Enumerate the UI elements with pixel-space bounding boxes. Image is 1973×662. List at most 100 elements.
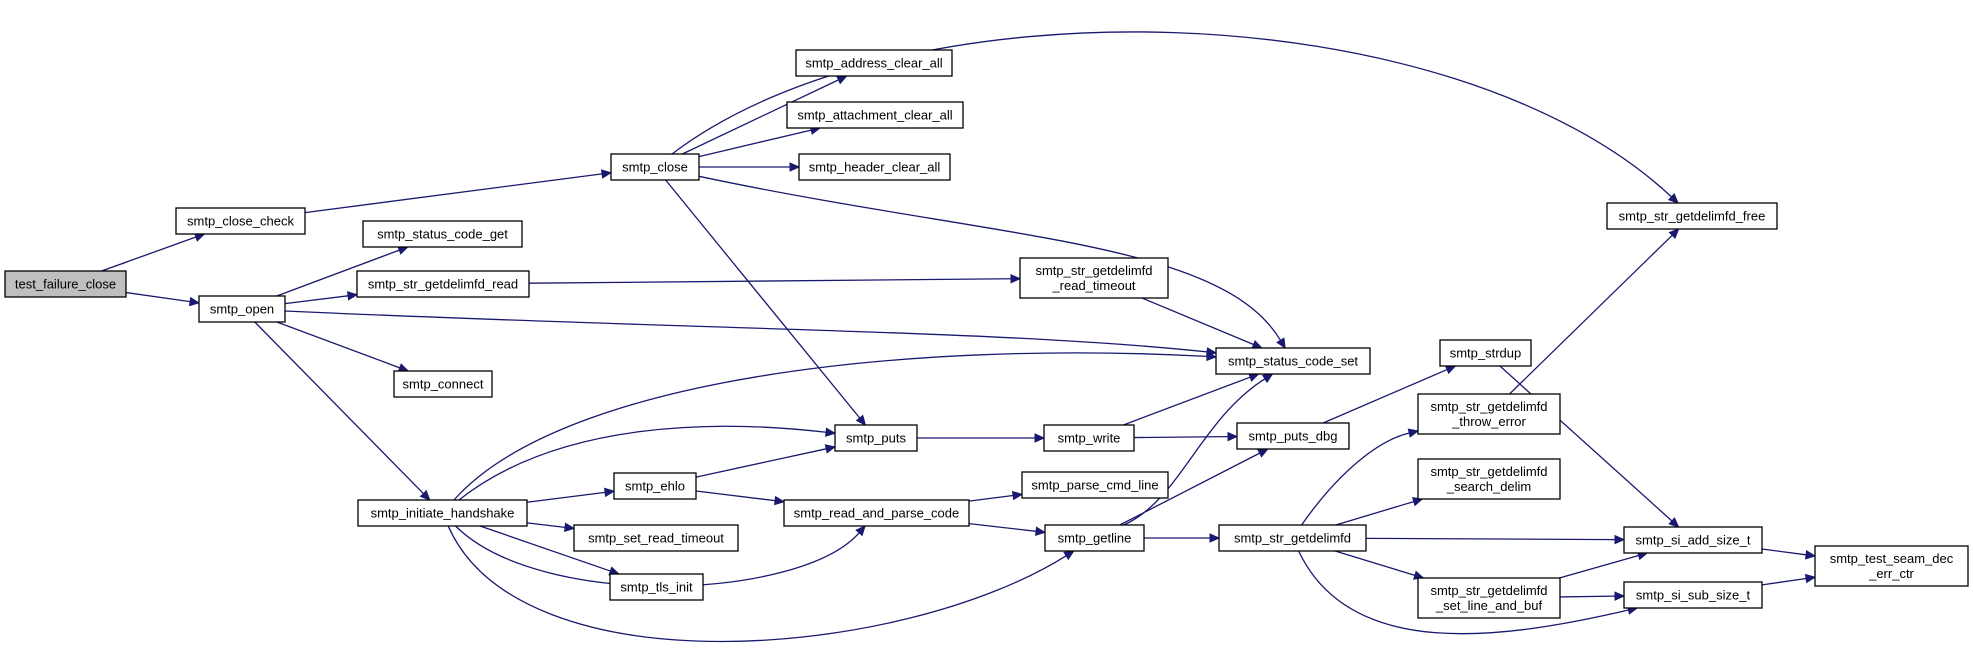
edge-line — [968, 494, 1014, 502]
node-label: smtp_puts — [846, 431, 906, 446]
node-smtp_si_sub_size_t[interactable]: smtp_si_sub_size_t — [1623, 581, 1763, 609]
edge-line — [695, 448, 827, 478]
node-smtp_tls_init[interactable]: smtp_tls_init — [609, 573, 704, 601]
node-box — [1021, 471, 1169, 499]
node-smtp_puts_dbg[interactable]: smtp_puts_dbg — [1236, 422, 1350, 450]
edge-line — [284, 295, 349, 305]
node-smtp_attachment_clear_all[interactable]: smtp_attachment_clear_all — [786, 101, 964, 129]
node-smtp_status_code_get[interactable]: smtp_status_code_get — [362, 220, 523, 248]
arrowhead-icon — [1668, 517, 1680, 528]
arrowhead-icon — [1804, 550, 1817, 560]
node-box — [798, 153, 951, 181]
edge-line — [698, 129, 812, 158]
edge-smtp_close_check-to-smtp_close — [304, 169, 613, 214]
node-label: smtp_str_getdelimfd_read_timeout — [1035, 263, 1152, 293]
arrowhead-icon — [603, 487, 616, 498]
arrowhead-icon — [1407, 428, 1420, 438]
node-smtp_address_clear_all[interactable]: smtp_address_clear_all — [795, 49, 953, 77]
node-box — [1417, 393, 1561, 435]
node-label: smtp_parse_cmd_line — [1031, 478, 1158, 493]
node-smtp_initiate_handshake[interactable]: smtp_initiate_handshake — [357, 499, 528, 527]
node-smtp_header_clear_all[interactable]: smtp_header_clear_all — [798, 153, 951, 181]
arrowhead-icon — [855, 414, 867, 426]
node-box — [356, 270, 530, 298]
node-smtp_str_getdelimfd[interactable]: smtp_str_getdelimfd — [1218, 524, 1367, 552]
edge-smtp_str_getdelimfd-to-smtp_str_getdelimfd_search_delim — [1335, 497, 1424, 526]
node-smtp_si_add_size_t[interactable]: smtp_si_add_size_t — [1623, 526, 1763, 554]
node-smtp_str_getdelimfd_free[interactable]: smtp_str_getdelimfd_free — [1606, 202, 1778, 230]
edge-smtp_strdup-to-smtp_si_add_size_t — [1499, 365, 1680, 528]
node-box — [1606, 202, 1778, 230]
edge-line — [695, 490, 776, 502]
node-label: smtp_open — [210, 302, 274, 317]
edge-smtp_si_sub_size_t-to-smtp_test_seam_dec_err_ctr — [1761, 573, 1817, 586]
node-smtp_str_getdelimfd_read_timeout[interactable]: smtp_str_getdelimfd_read_timeout — [1019, 257, 1169, 299]
edge-smtp_str_getdelimfd_set_line_and_buf-to-smtp_si_sub_size_t — [1559, 591, 1626, 601]
node-label: smtp_str_getdelimfd_read — [368, 277, 518, 292]
node-box — [362, 220, 523, 248]
node-smtp_open[interactable]: smtp_open — [198, 295, 286, 323]
arrowhead-icon — [188, 296, 201, 307]
node-smtp_ehlo[interactable]: smtp_ehlo — [613, 472, 697, 500]
edge-line — [526, 522, 566, 528]
arrowhead-icon — [1276, 337, 1286, 350]
edges-layer — [101, 31, 1817, 643]
node-smtp_str_getdelimfd_read[interactable]: smtp_str_getdelimfd_read — [356, 270, 530, 298]
node-smtp_close[interactable]: smtp_close — [610, 153, 700, 181]
node-label: smtp_close_check — [187, 214, 294, 229]
edge-smtp_ehlo-to-smtp_puts — [695, 444, 837, 478]
edge-line — [1119, 452, 1260, 526]
node-smtp_set_read_timeout[interactable]: smtp_set_read_timeout — [573, 524, 739, 552]
node-smtp_strdup[interactable]: smtp_strdup — [1439, 339, 1532, 367]
edge-line — [528, 278, 1012, 284]
edge-smtp_open-to-smtp_str_getdelimfd_read — [284, 291, 359, 305]
arrowhead-icon — [1206, 351, 1218, 362]
edge-smtp_getline-to-smtp_str_getdelimfd — [1144, 533, 1221, 543]
node-box — [357, 499, 528, 527]
node-label: smtp_str_getdelimfd_set_line_and_buf — [1430, 583, 1547, 613]
edge-line — [1322, 368, 1448, 424]
node-box — [609, 573, 704, 601]
edge-line — [665, 179, 861, 419]
node-smtp_read_and_parse_code[interactable]: smtp_read_and_parse_code — [783, 499, 970, 527]
arrowhead-icon — [825, 427, 837, 437]
node-label: smtp_str_getdelimfd — [1234, 531, 1351, 546]
edge-smtp_initiate_handshake-to-smtp_puts — [458, 425, 837, 501]
edge-smtp_initiate_handshake-to-smtp_set_read_timeout — [526, 522, 576, 533]
edge-smtp_open-to-smtp_initiate_handshake — [254, 321, 431, 501]
node-box — [610, 153, 700, 181]
node-label: smtp_set_read_timeout — [588, 531, 724, 546]
node-smtp_parse_cmd_line[interactable]: smtp_parse_cmd_line — [1021, 471, 1169, 499]
arrowhead-icon — [1063, 550, 1075, 561]
node-smtp_puts[interactable]: smtp_puts — [834, 424, 918, 452]
node-box — [1417, 577, 1561, 619]
node-smtp_str_getdelimfd_search_delim[interactable]: smtp_str_getdelimfd_search_delim — [1417, 458, 1561, 500]
node-smtp_status_code_set[interactable]: smtp_status_code_set — [1215, 347, 1371, 375]
arrowhead-icon — [1614, 534, 1626, 545]
node-smtp_close_check[interactable]: smtp_close_check — [175, 207, 306, 235]
node-box — [1439, 339, 1532, 367]
node-smtp_getline[interactable]: smtp_getline — [1044, 524, 1145, 552]
node-label: smtp_ehlo — [625, 479, 685, 494]
edge-smtp_puts-to-smtp_write — [916, 433, 1046, 443]
node-label: smtp_getline — [1058, 531, 1132, 546]
node-box — [1043, 424, 1135, 452]
arrowhead-icon — [564, 522, 576, 533]
edge-line — [1301, 432, 1410, 526]
node-test_failure_close[interactable]: test_failure_close — [4, 270, 127, 298]
edge-line — [458, 425, 827, 501]
node-smtp_connect[interactable]: smtp_connect — [393, 370, 493, 398]
edge-smtp_str_getdelimfd-to-smtp_str_getdelimfd_set_line_and_buf — [1334, 550, 1425, 580]
node-label: smtp_str_getdelimfd_search_delim — [1430, 464, 1547, 494]
node-smtp_str_getdelimfd_set_line_and_buf[interactable]: smtp_str_getdelimfd_set_line_and_buf — [1417, 577, 1561, 619]
node-smtp_write[interactable]: smtp_write — [1043, 424, 1135, 452]
node-smtp_str_getdelimfd_throw_error[interactable]: smtp_str_getdelimfd_throw_error — [1417, 393, 1561, 435]
node-box — [1019, 257, 1169, 299]
arrowhead-icon — [824, 444, 837, 454]
edge-smtp_close-to-smtp_attachment_clear_all — [698, 125, 822, 158]
edge-line — [698, 175, 1282, 341]
node-smtp_test_seam_dec_err_ctr[interactable]: smtp_test_seam_dec_err_ctr — [1814, 545, 1969, 587]
node-label: smtp_test_seam_dec_err_ctr — [1830, 551, 1954, 581]
edge-smtp_si_add_size_t-to-smtp_test_seam_dec_err_ctr — [1761, 548, 1817, 560]
edge-line — [1365, 537, 1616, 541]
